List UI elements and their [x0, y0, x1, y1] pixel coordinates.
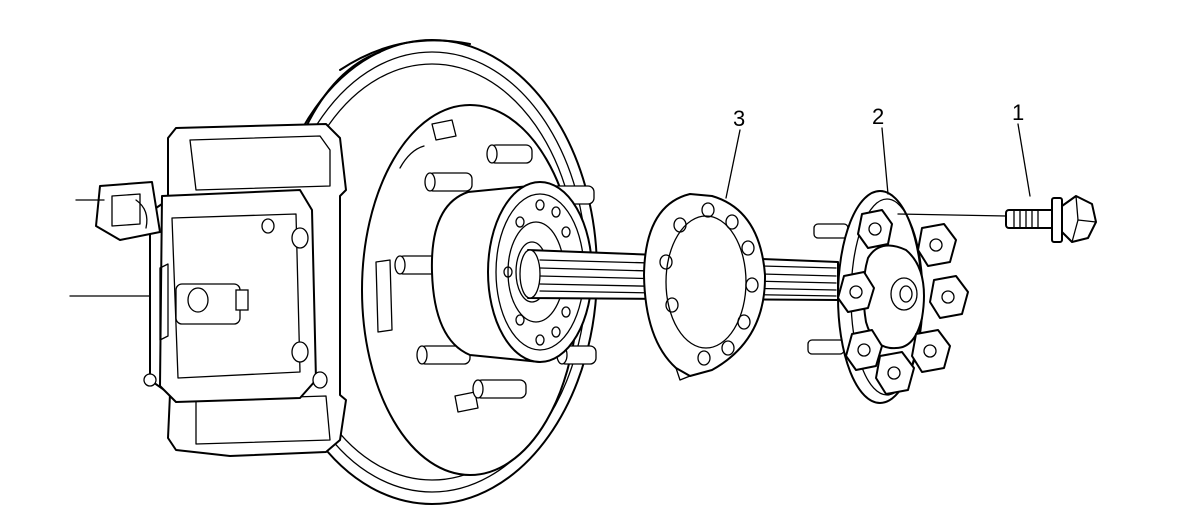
brake-caliper [95, 123, 347, 457]
flange-stud [807, 339, 845, 355]
callout-leader-3 [725, 129, 741, 199]
flange-bolt [837, 271, 875, 313]
flange-stud [813, 223, 849, 239]
axle-shaft-flange [807, 190, 969, 404]
wheel-stud [472, 379, 527, 399]
wheel-stud [486, 144, 533, 164]
callout-leader-1 [1017, 123, 1031, 197]
callout-3-label: 3 [733, 106, 745, 131]
leader-line [897, 213, 1007, 217]
callout-1-label: 1 [1012, 100, 1024, 125]
leader-lines [69, 123, 1031, 297]
flange-bolt [845, 329, 883, 371]
callout-2-label: 2 [872, 104, 884, 129]
callout-leader-2 [881, 127, 889, 195]
flange-bolt [911, 329, 951, 373]
gasket [643, 193, 767, 381]
flange-bolt [917, 223, 957, 267]
bolt [1005, 195, 1097, 243]
wheel-stud [424, 172, 473, 192]
flange-bolt [875, 351, 915, 395]
flange-bolt [929, 275, 969, 319]
flange-bolt [857, 209, 893, 249]
